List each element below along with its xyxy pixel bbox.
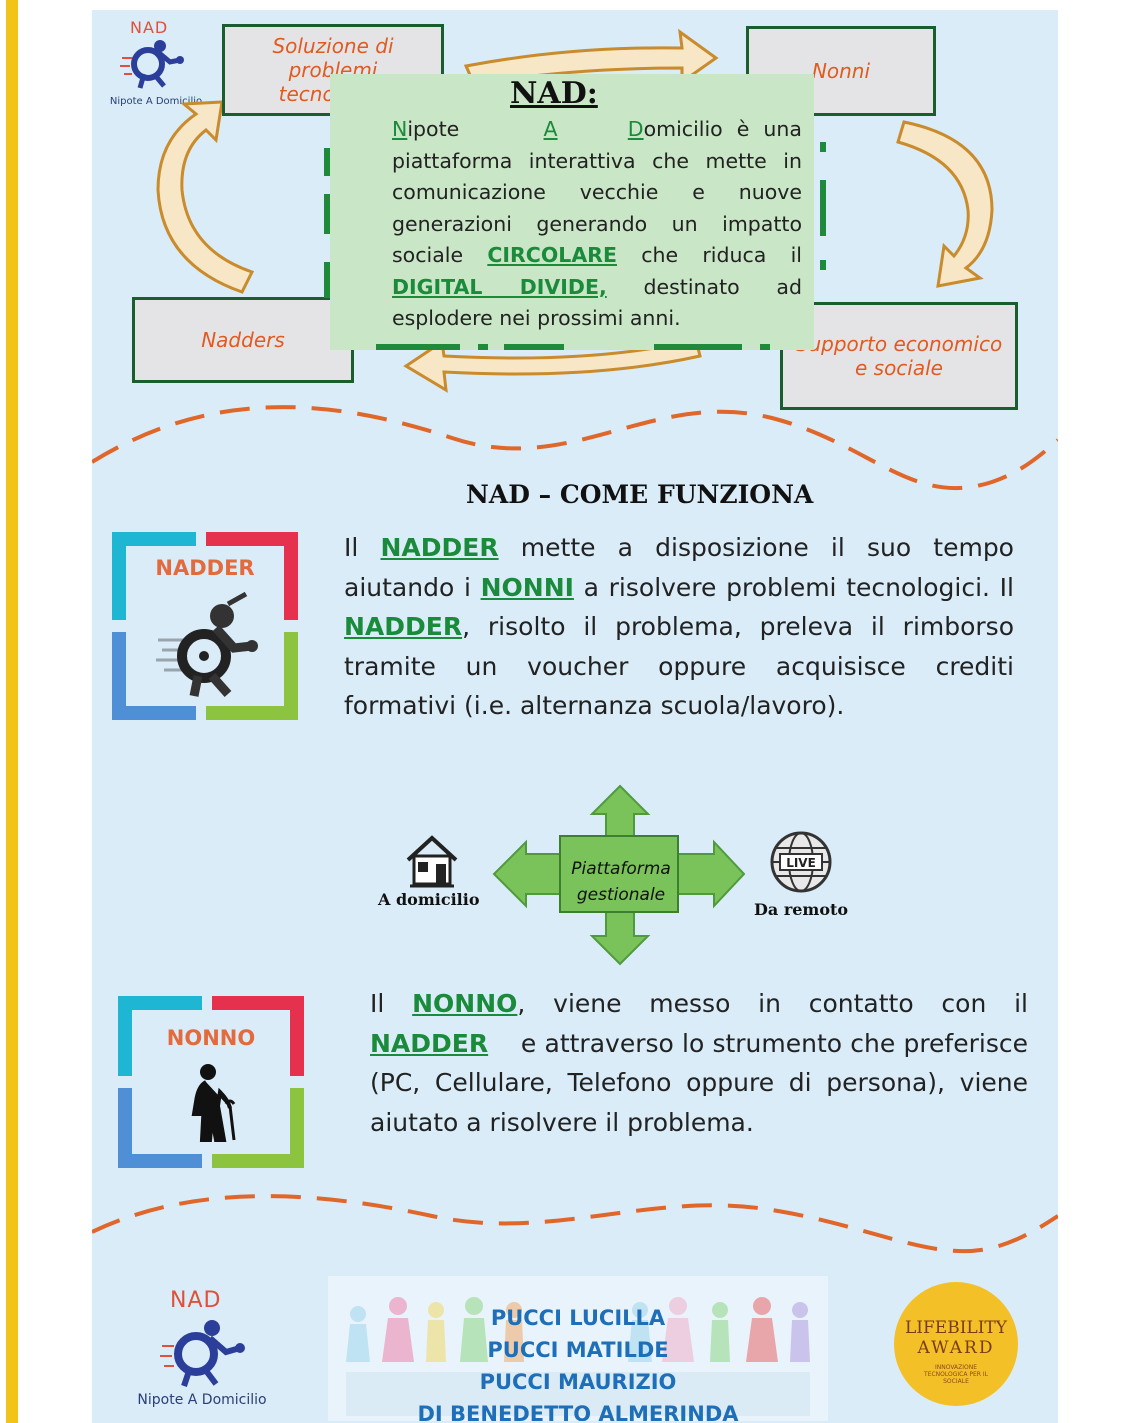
label-a-domicilio: A domicilio [378, 890, 480, 909]
dash-bottom-3 [504, 344, 564, 350]
arrow-right [896, 120, 994, 288]
center-description: Nipote A Domicilio è una piattaforma int… [392, 117, 802, 330]
award-line-1: LIFEBILITY [905, 1318, 1007, 1338]
poster: NAD Nipote A Domicilio Soluzione di prob… [92, 10, 1058, 1423]
dash-bottom-1 [376, 344, 460, 350]
dash-left-3 [324, 262, 330, 298]
author-names: PUCCI LUCILLA PUCCI MATILDE PUCCI MAURIZ… [328, 1302, 828, 1421]
house-icon [406, 835, 458, 888]
author-name-2: PUCCI MATILDE [487, 1338, 669, 1362]
label-da-remoto: Da remoto [754, 900, 849, 919]
footer-logo-text: NAD [170, 1288, 222, 1313]
nadder-runner-icon [156, 591, 258, 697]
logo-text: NAD [130, 18, 169, 37]
author-name-1: PUCCI LUCILLA [490, 1306, 666, 1330]
lifebility-award-badge: LIFEBILITY AWARD INNOVAZIONE TECNOLOGICA… [894, 1282, 1018, 1406]
dash-bottom-2 [478, 344, 488, 350]
dash-left-1 [324, 148, 330, 176]
dash-left-2 [324, 194, 330, 234]
runner-icon [120, 40, 184, 89]
children-silhouettes [346, 1297, 810, 1416]
yellow-side-bar [6, 0, 18, 1423]
platform-cross-arrows [492, 784, 746, 966]
names-panel: PUCCI LUCILLA PUCCI MATILDE PUCCI MAURIZ… [328, 1276, 828, 1421]
cycle-arrows [156, 28, 994, 393]
nadder-label: NADDER [155, 556, 255, 580]
arrow-left [156, 100, 255, 294]
author-name-4: DI BENEDETTO ALMERINDA [417, 1402, 739, 1421]
dash-bottom-5 [760, 344, 770, 350]
center-box [330, 74, 814, 350]
award-line-2: AWARD [917, 1338, 995, 1358]
nonno-frame: NONNO [118, 996, 304, 1168]
node-support: Supporto economico e sociale [780, 302, 1018, 410]
nadder-frame: NADDER [112, 532, 298, 720]
keyword-nadder: NADDER [344, 612, 463, 641]
award-line-3: INNOVAZIONE TECNOLOGICA PER IL SOCIALE [924, 1364, 988, 1385]
keyword-nadder: NADDER [370, 1028, 489, 1058]
nonno-paragraph: Il NONNO, viene messo in contatto con il… [370, 989, 1028, 1137]
nad-logo: NAD Nipote A Domicilio [94, 14, 218, 114]
center-title: NAD: [510, 76, 598, 111]
platform-label: Piattaforma gestionale [571, 859, 671, 905]
elderly-person-icon [191, 1064, 236, 1142]
wave-separator-bottom [92, 1194, 1058, 1254]
footer-logo-caption: Nipote A Domicilio [137, 1392, 267, 1408]
node-nadders: Nadders [132, 297, 354, 383]
logo-caption: Nipote A Domicilio [109, 96, 203, 107]
footer-runner-icon [160, 1320, 245, 1387]
globe-text: LIVE [786, 856, 816, 870]
arrow-bottom [403, 338, 702, 393]
dash-bottom-4 [654, 344, 742, 350]
section-title: NAD – COME FUNZIONA [466, 480, 814, 509]
nadder-paragraph: Il NADDER mette a disposizione il suo te… [344, 533, 1014, 720]
keyword-nonni: NONNI [480, 572, 574, 602]
nonno-label: NONNO [166, 1026, 256, 1050]
dash-right-2 [820, 180, 826, 236]
footer-nad-logo: NAD Nipote A Domicilio [114, 1286, 290, 1416]
keyword-nadder: NADDER [380, 533, 499, 562]
wave-separator-top [92, 405, 1058, 491]
dash-right-3 [820, 260, 826, 270]
keyword-nonno: NONNO [412, 989, 518, 1018]
globe-live-icon: LIVE [770, 831, 832, 893]
dash-right-1 [820, 142, 826, 152]
author-name-3: PUCCI MAURIZIO [479, 1370, 677, 1394]
